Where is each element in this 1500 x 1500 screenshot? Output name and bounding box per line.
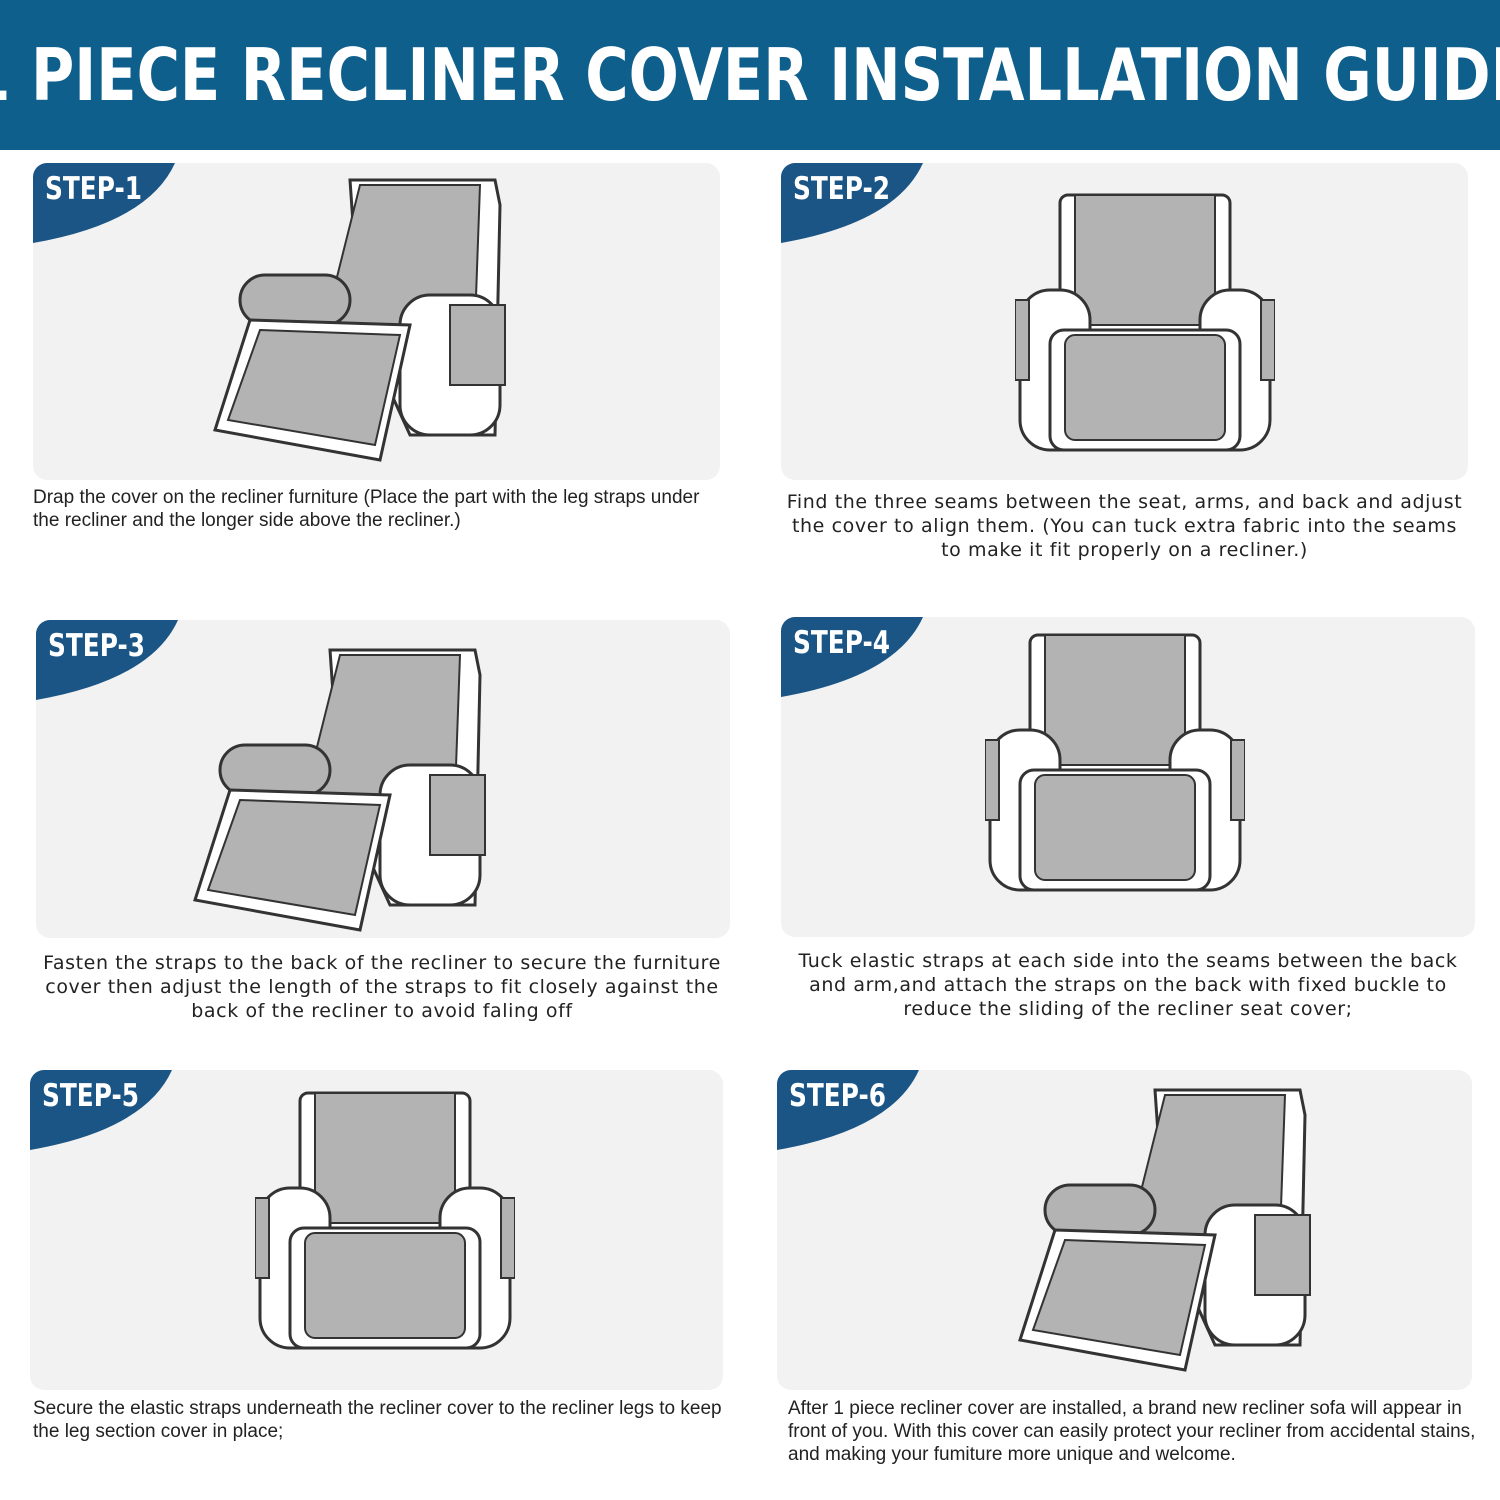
recliner-illustration <box>254 1088 516 1363</box>
step-label: STEP-1 <box>45 171 143 207</box>
step-2-description: Find the three seams between the seat, a… <box>786 491 1463 561</box>
step-label: STEP-3 <box>48 628 146 664</box>
page-title: 1 PIECE RECLINER COVER INSTALLATION GUID… <box>0 33 1500 117</box>
step-badge: STEP-5 <box>30 1070 172 1150</box>
recliner-illustration <box>210 175 520 470</box>
recliner-illustration <box>984 630 1246 905</box>
step-badge: STEP-4 <box>781 617 923 697</box>
step-5-description: Secure the elastic straps underneath the… <box>33 1398 722 1442</box>
step-label: STEP-4 <box>793 625 891 661</box>
step-badge: STEP-2 <box>781 163 923 243</box>
step-badge: STEP-1 <box>33 163 175 243</box>
recliner-illustration <box>1014 190 1276 465</box>
step-badge: STEP-6 <box>777 1070 919 1150</box>
recliner-illustration <box>190 645 500 940</box>
step-label: STEP-2 <box>793 171 891 207</box>
step-label: STEP-6 <box>789 1078 887 1114</box>
step-1-description: Drap the cover on the recliner furniture… <box>33 487 700 531</box>
step-label: STEP-5 <box>42 1078 140 1114</box>
step-3-description: Fasten the straps to the back of the rec… <box>43 952 721 1022</box>
step-badge: STEP-3 <box>36 620 178 700</box>
recliner-illustration <box>1015 1085 1325 1380</box>
step-6-description: After 1 piece recliner cover are install… <box>788 1398 1476 1465</box>
header-banner: 1 PIECE RECLINER COVER INSTALLATION GUID… <box>0 0 1500 150</box>
step-4-description: Tuck elastic straps at each side into th… <box>798 950 1458 1020</box>
